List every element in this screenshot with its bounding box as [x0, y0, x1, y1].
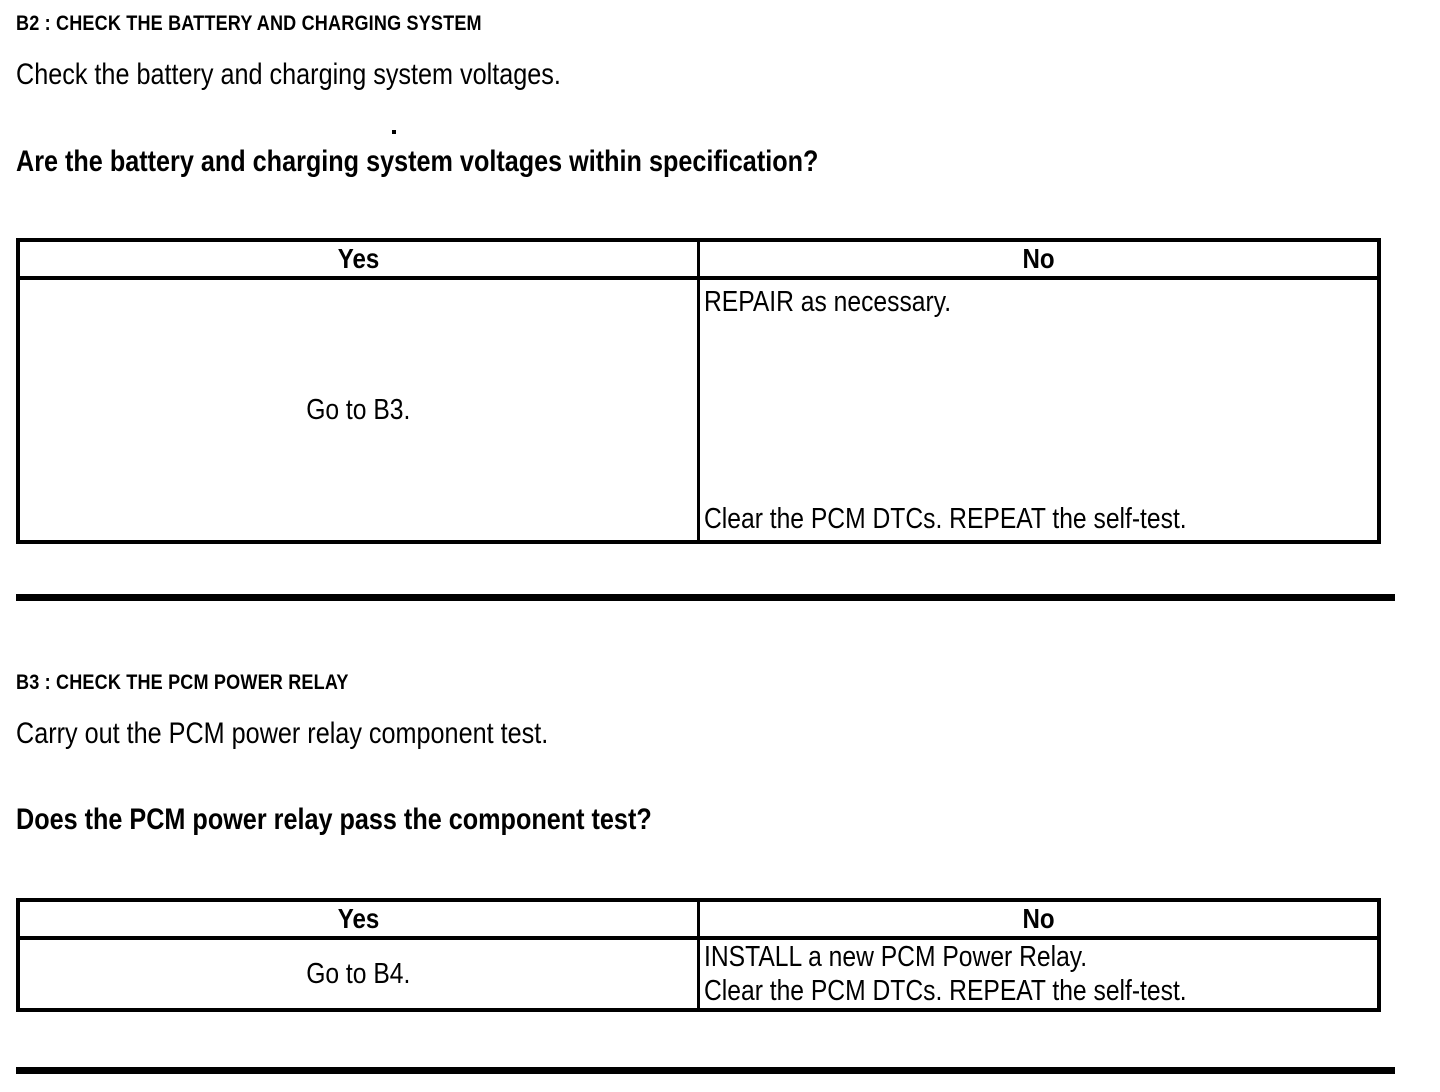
section-divider-rule-2 — [16, 1067, 1395, 1074]
body-cell-no: INSTALL a new PCM Power Relay. Clear the… — [700, 940, 1377, 1008]
header-cell-yes: Yes — [20, 242, 700, 276]
step-question-b3: Does the PCM power relay pass the compon… — [16, 803, 652, 836]
header-cell-no: No — [700, 242, 1377, 276]
header-cell-no: No — [700, 902, 1377, 936]
table-body-row: Go to B4. INSTALL a new PCM Power Relay.… — [20, 940, 1377, 1008]
scan-artifact-dot — [392, 130, 396, 134]
column-header-no: No — [1022, 243, 1055, 274]
column-header-yes: Yes — [337, 903, 380, 934]
yes-action-text-b3: Go to B4. — [306, 958, 411, 990]
step-heading-b3: B3 : CHECK THE PCM POWER RELAY — [16, 671, 349, 694]
no-action-text-line1-b3: INSTALL a new PCM Power Relay. — [704, 941, 1088, 973]
step-instruction-b2: Check the battery and charging system vo… — [16, 58, 561, 91]
decision-table-b3: Yes No Go to B4. INSTALL a new PCM Power… — [16, 898, 1381, 1012]
body-cell-yes: Go to B4. — [20, 940, 700, 1008]
body-cell-no: REPAIR as necessary. Clear the PCM DTCs.… — [700, 280, 1377, 540]
section-divider-rule-1 — [16, 594, 1395, 601]
no-action-text-top-b2: REPAIR as necessary. — [704, 286, 952, 318]
table-header-row: Yes No — [20, 902, 1377, 940]
column-header-yes: Yes — [337, 243, 380, 274]
yes-action-text-b2: Go to B3. — [306, 394, 411, 426]
step-heading-b2: B2 : CHECK THE BATTERY AND CHARGING SYST… — [16, 12, 482, 35]
no-action-text-bottom-b2: Clear the PCM DTCs. REPEAT the self-test… — [704, 503, 1187, 535]
decision-table-b2: Yes No Go to B3. REPAIR as necessary. Cl… — [16, 238, 1381, 544]
column-header-no: No — [1022, 903, 1055, 934]
step-instruction-b3: Carry out the PCM power relay component … — [16, 717, 549, 750]
no-action-text-line2-b3: Clear the PCM DTCs. REPEAT the self-test… — [704, 975, 1187, 1007]
table-body-row: Go to B3. REPAIR as necessary. Clear the… — [20, 280, 1377, 540]
body-cell-yes: Go to B3. — [20, 280, 700, 540]
header-cell-yes: Yes — [20, 902, 700, 936]
step-question-b2: Are the battery and charging system volt… — [16, 145, 819, 178]
table-header-row: Yes No — [20, 242, 1377, 280]
